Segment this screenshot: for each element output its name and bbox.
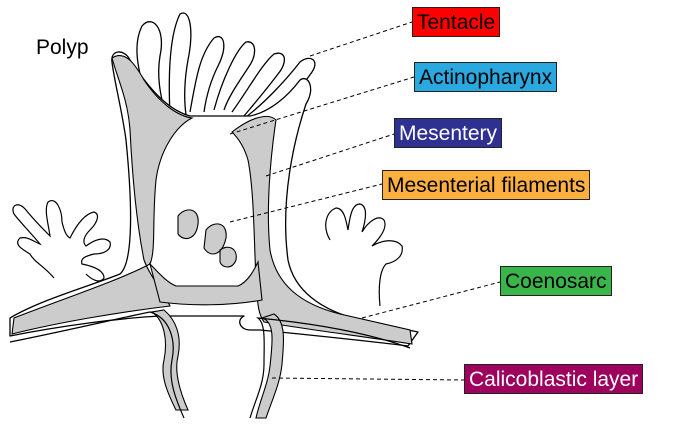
label-tentacle: Tentacle [412, 7, 500, 37]
right-body-wall [232, 116, 412, 344]
leader-calicoblastic-layer [272, 378, 464, 380]
left-side-tentacles [13, 201, 110, 281]
right-side-tentacles [326, 204, 403, 306]
label-mesenterial-filaments: Mesenterial filaments [382, 170, 590, 200]
leader-coenosarc [362, 282, 500, 318]
label-actinopharynx: Actinopharynx [414, 62, 557, 92]
leader-tentacle [310, 22, 412, 56]
label-mesentery: Mesentery [394, 118, 502, 148]
label-calicoblastic-layer: Calicoblastic layer [464, 364, 643, 394]
diagram-title: Polyp [36, 36, 89, 60]
label-coenosarc: Coenosarc [500, 266, 612, 296]
